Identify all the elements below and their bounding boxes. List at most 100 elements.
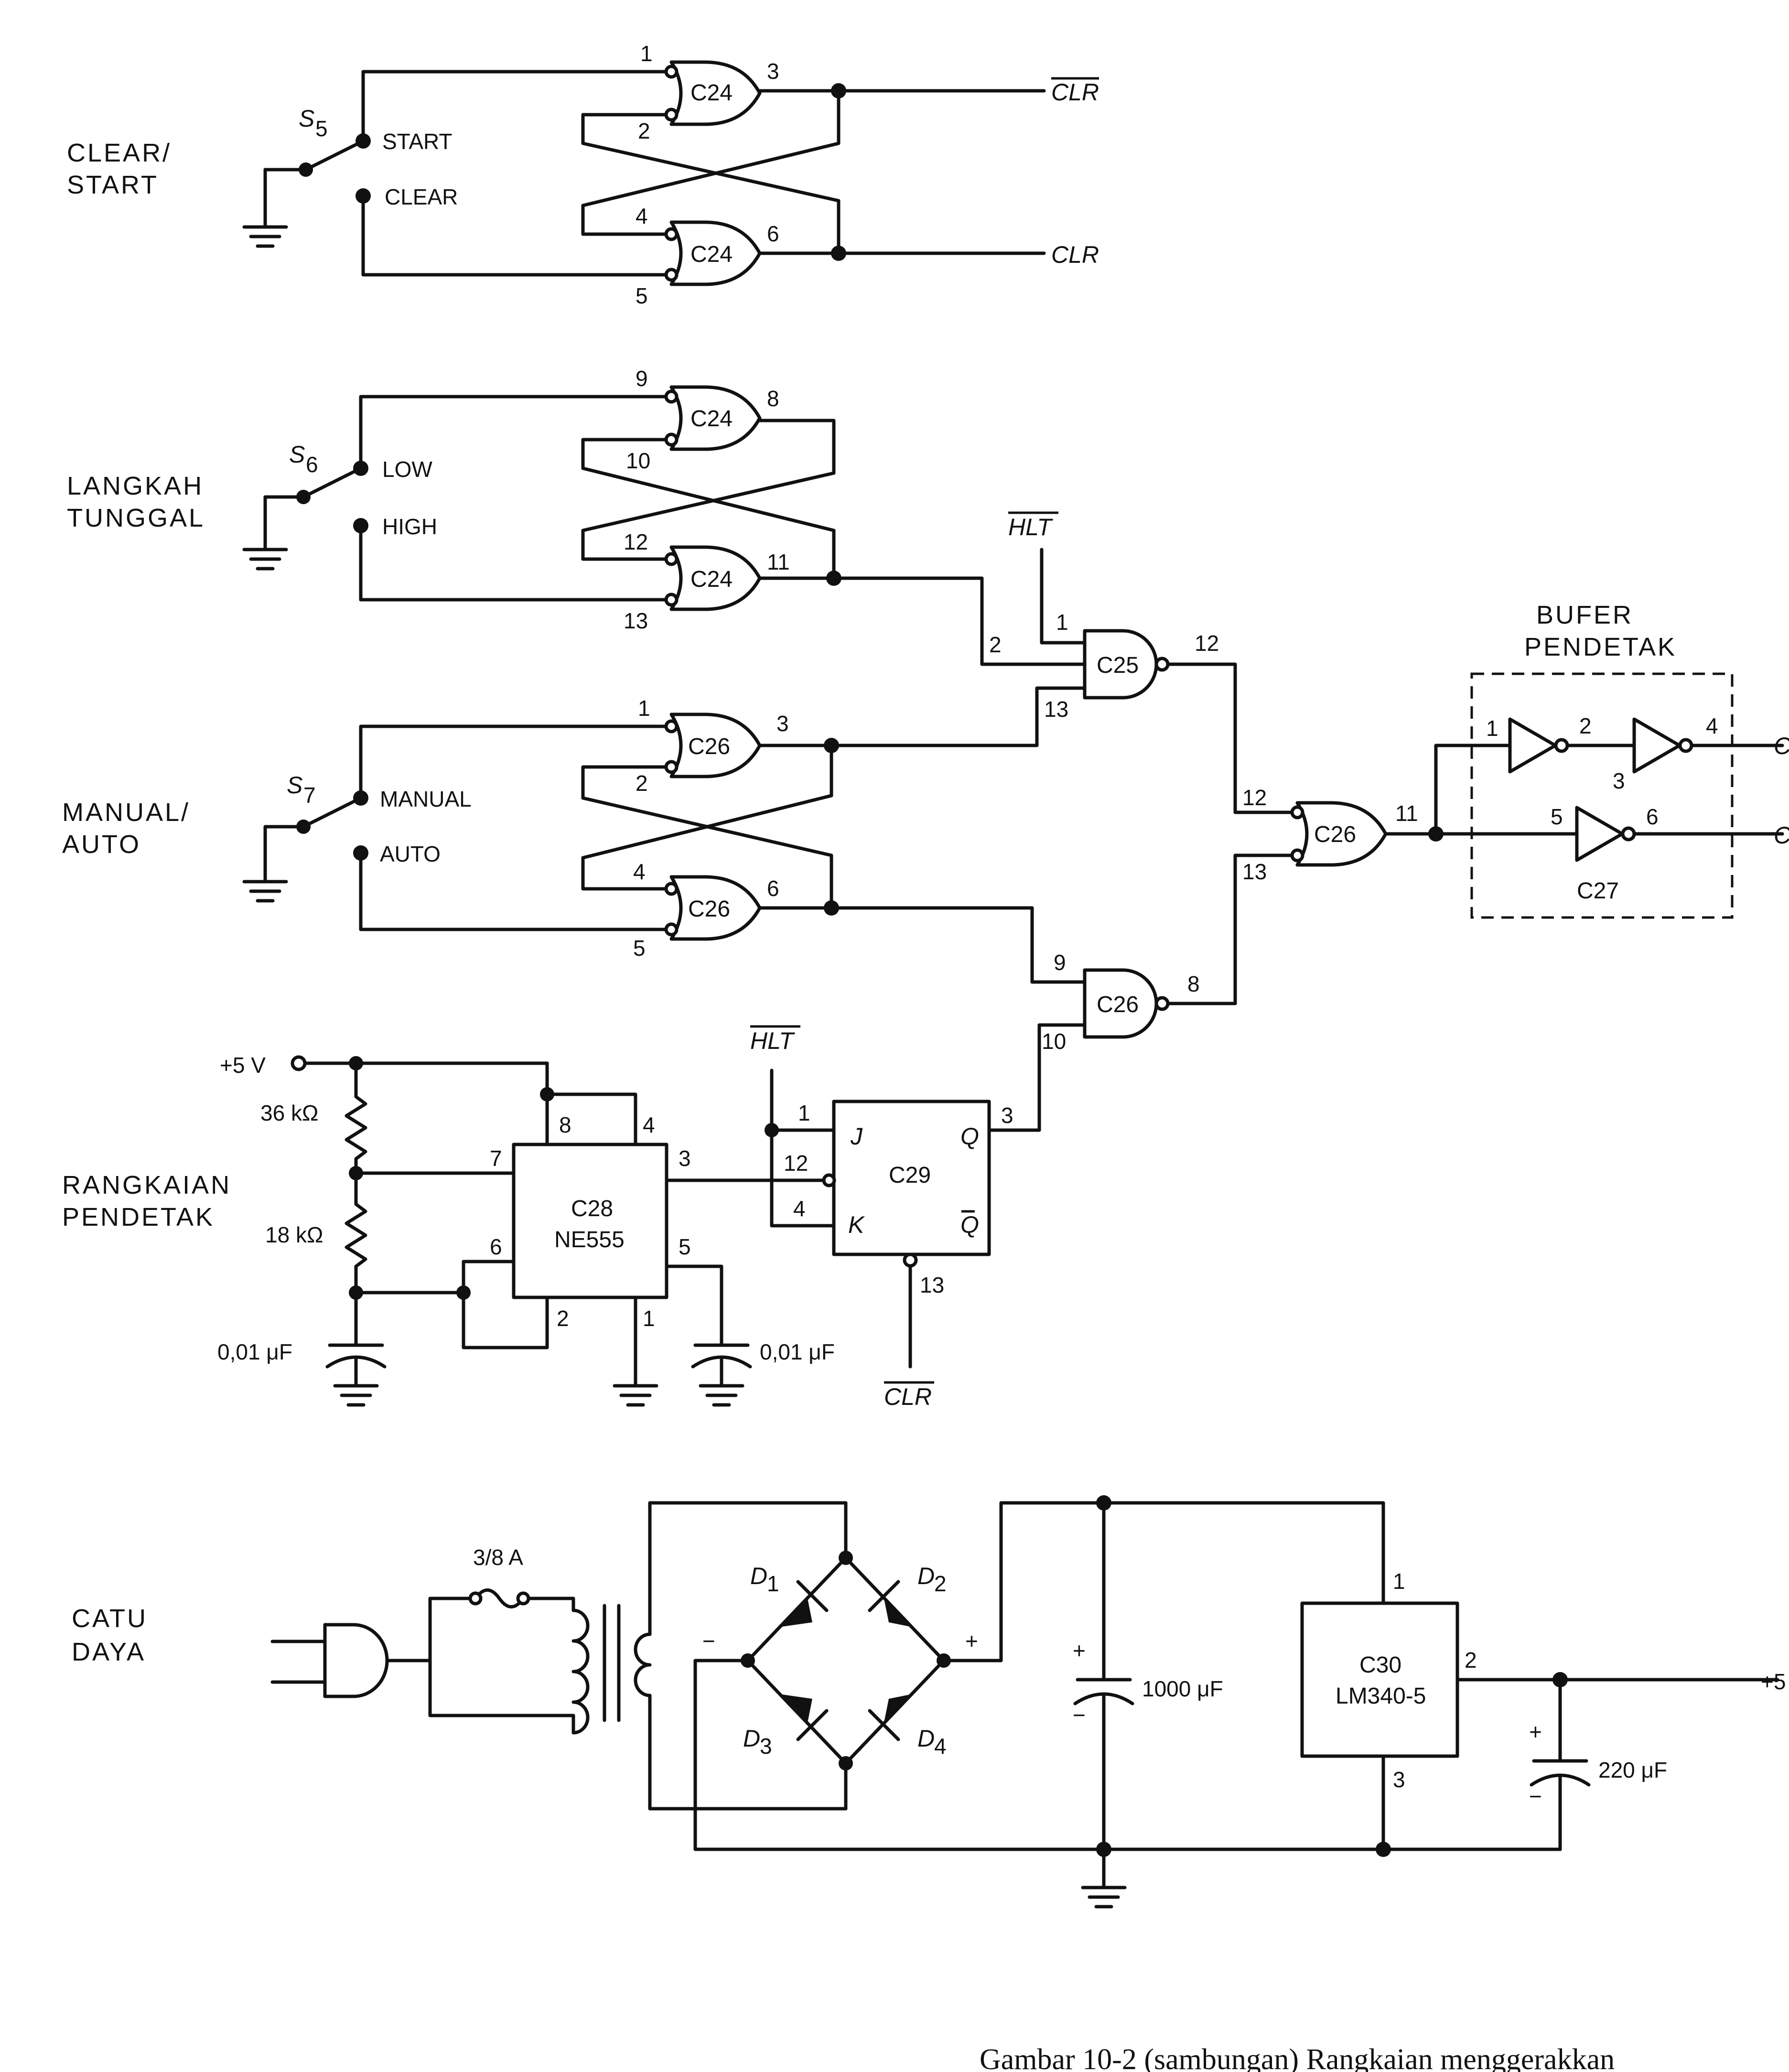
svg-text:0,01 μF: 0,01 μF (760, 1339, 835, 1364)
signal-hlt-bar: HLT (1008, 514, 1053, 540)
footer-caption: Gambar 10-2 (sambungan) Rangkaian mengge… (980, 2043, 1615, 2072)
svg-text:0,01 μF: 0,01 μF (217, 1339, 292, 1364)
svg-text:9: 9 (1054, 950, 1066, 975)
svg-text:5: 5 (636, 283, 648, 308)
svg-text:+: + (1529, 1719, 1542, 1744)
svg-text:C24: C24 (690, 242, 733, 267)
nor-gate-c26-b: C26 4 5 6 (633, 859, 779, 960)
svg-text:+: + (1073, 1638, 1086, 1663)
switch-s6: S 6 LOW HIGH (244, 441, 437, 569)
svg-text:2: 2 (934, 1571, 947, 1596)
svg-text:D: D (750, 1563, 767, 1589)
svg-text:5: 5 (633, 936, 646, 960)
plus-5v-output-label: +5 (1761, 1669, 1786, 1694)
svg-text:7: 7 (303, 783, 316, 808)
svg-text:BUFER: BUFER (1536, 601, 1633, 629)
nand-gate-c25: HLT C25 1 2 13 12 (989, 511, 1299, 814)
svg-text:1: 1 (643, 1306, 655, 1331)
svg-text:DAYA: DAYA (72, 1638, 146, 1666)
signal-clr: CLR (1051, 241, 1099, 268)
svg-text:8: 8 (767, 386, 779, 411)
svg-text:6: 6 (1646, 804, 1659, 829)
diode-d3 (779, 1694, 829, 1741)
svg-text:6: 6 (490, 1234, 502, 1259)
svg-text:5: 5 (1551, 804, 1563, 829)
section-label-clock-circuit: RANGKAIAN PENDETAK (62, 1171, 231, 1231)
svg-text:1000 μF: 1000 μF (1142, 1676, 1223, 1701)
svg-text:1: 1 (798, 1101, 810, 1125)
svg-text:AUTO: AUTO (380, 842, 441, 866)
svg-text:220 μF: 220 μF (1598, 1758, 1667, 1782)
svg-text:3: 3 (767, 59, 779, 84)
svg-text:C24: C24 (690, 80, 733, 106)
svg-text:MANUAL: MANUAL (380, 787, 472, 811)
svg-text:3: 3 (760, 1734, 772, 1759)
svg-text:1: 1 (767, 1571, 779, 1596)
svg-text:9: 9 (636, 366, 648, 391)
svg-text:S: S (299, 105, 314, 132)
svg-text:6: 6 (767, 876, 779, 901)
svg-text:START: START (67, 171, 159, 199)
single-step-latch: S 6 LOW HIGH C24 9 10 8 C24 12 13 11 (244, 366, 1087, 666)
signal-clr-bar: CLR (1051, 77, 1099, 106)
or-gate-c26-final: C26 12 13 11 (1242, 785, 1444, 884)
svg-text:C27: C27 (1577, 878, 1619, 904)
svg-text:4: 4 (636, 204, 648, 228)
nor-gate-c24-a: C24 1 2 3 (638, 41, 779, 143)
svg-text:C29: C29 (889, 1163, 931, 1188)
svg-text:MANUAL/: MANUAL/ (62, 798, 190, 827)
svg-text:+: + (965, 1629, 978, 1653)
svg-text:RANGKAIAN: RANGKAIAN (62, 1171, 231, 1199)
svg-text:4: 4 (633, 859, 646, 884)
svg-text:7: 7 (490, 1146, 502, 1171)
svg-text:2: 2 (638, 119, 650, 143)
svg-text:S: S (287, 772, 302, 799)
switch-s5: S 5 START CLEAR (244, 105, 458, 246)
diode-d1 (779, 1580, 829, 1627)
svg-text:C: C (1774, 733, 1789, 759)
svg-text:1: 1 (640, 41, 653, 66)
nor-gate-c24-b: C24 4 5 6 (636, 204, 779, 308)
svg-text:AUTO: AUTO (62, 830, 141, 859)
svg-text:2: 2 (989, 632, 1002, 657)
svg-text:6: 6 (306, 452, 318, 477)
power-supply: 3/8 A D 1 D (270, 1495, 1786, 1907)
svg-text:13: 13 (920, 1273, 944, 1297)
clock-buffer: BUFER PENDETAK 1 2 3 4 5 6 C27 C C (1434, 601, 1789, 919)
svg-text:HIGH: HIGH (382, 514, 437, 539)
svg-text:2: 2 (1465, 1648, 1477, 1673)
svg-text:4: 4 (643, 1112, 655, 1137)
svg-text:5: 5 (315, 116, 328, 141)
svg-text:3/8 A: 3/8 A (473, 1545, 523, 1570)
svg-text:8: 8 (1187, 971, 1200, 996)
svg-text:8: 8 (559, 1112, 571, 1137)
svg-text:Q: Q (960, 1123, 979, 1150)
svg-text:13: 13 (624, 608, 648, 633)
section-label-manual-auto: MANUAL/ AUTO (62, 798, 190, 859)
svg-text:HLT: HLT (750, 1027, 795, 1054)
svg-text:4: 4 (934, 1734, 947, 1759)
svg-text:D: D (743, 1725, 760, 1752)
svg-text:CLEAR: CLEAR (385, 184, 458, 209)
svg-text:−: − (702, 1629, 715, 1653)
svg-text:C26: C26 (688, 896, 730, 922)
svg-text:CLR: CLR (884, 1383, 932, 1410)
svg-text:12: 12 (784, 1151, 808, 1176)
svg-text:C: C (1774, 822, 1789, 849)
svg-text:3: 3 (679, 1146, 691, 1171)
svg-text:3: 3 (1001, 1103, 1013, 1128)
svg-text:K: K (848, 1211, 865, 1238)
clock-circuit-555: +5 V 36 kΩ 18 kΩ 0,01 μF C28 NE555 8 4 7… (217, 1053, 835, 1405)
svg-text:C26: C26 (688, 734, 730, 759)
svg-text:C25: C25 (1097, 653, 1139, 678)
svg-text:TUNGGAL: TUNGGAL (67, 504, 205, 532)
svg-text:1: 1 (1393, 1569, 1405, 1594)
svg-text:1: 1 (638, 696, 650, 721)
svg-text:12: 12 (1242, 785, 1267, 810)
svg-text:CLR: CLR (1051, 79, 1099, 106)
section-label-power-supply: CATU DAYA (72, 1604, 146, 1666)
svg-text:11: 11 (767, 550, 790, 574)
svg-text:C24: C24 (690, 406, 733, 432)
svg-text:2: 2 (557, 1306, 569, 1331)
